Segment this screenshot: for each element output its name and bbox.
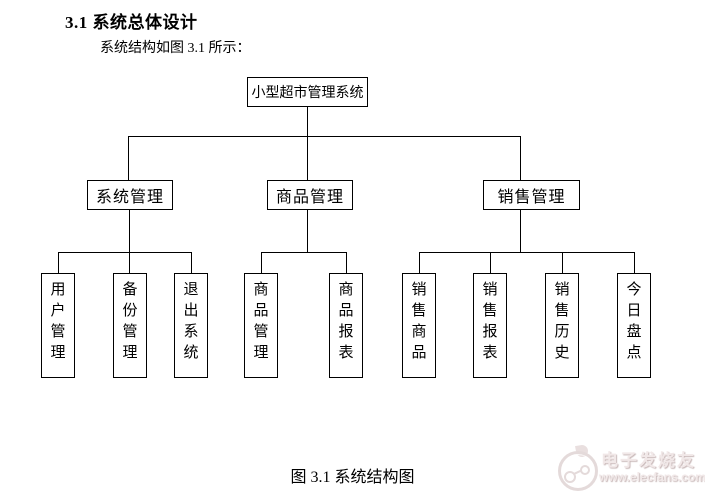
leaf-box-sell-goods: 销售商品 — [402, 273, 436, 378]
logo-ring — [558, 451, 598, 491]
branch-box-system: 系统管理 — [87, 180, 173, 210]
leaf-label: 销售历史 — [554, 282, 570, 361]
leaf-label: 销售报表 — [482, 282, 498, 361]
branch-box-product: 商品管理 — [267, 180, 353, 210]
connector — [419, 252, 420, 273]
connector — [634, 252, 635, 273]
leaf-box-product-report: 商品报表 — [329, 273, 363, 378]
connector — [520, 209, 521, 252]
branch-label: 系统管理 — [95, 189, 164, 206]
leaf-label: 今日盘点 — [626, 282, 642, 361]
leaf-label: 退出系统 — [183, 282, 199, 361]
leaf-box-daily-inventory: 今日盘点 — [617, 273, 651, 378]
connector — [490, 252, 491, 273]
intro-text: 系统结构如图 3.1 所示： — [100, 41, 251, 56]
elecfans-logo-icon — [556, 444, 598, 491]
leaf-box-exit-system: 退出系统 — [174, 273, 208, 378]
diagram-root-box: 小型超市管理系统 — [247, 77, 368, 107]
connector — [129, 209, 130, 273]
connector — [261, 252, 262, 273]
connector — [346, 252, 347, 273]
connector — [128, 136, 521, 137]
logo-node-dot — [580, 465, 590, 475]
connector — [307, 136, 308, 180]
leaf-box-sales-history: 销售历史 — [545, 273, 579, 378]
connector — [261, 252, 347, 253]
connector — [307, 107, 308, 136]
connector — [520, 136, 521, 180]
leaf-label: 商品报表 — [338, 282, 354, 361]
connector — [562, 252, 563, 273]
leaf-label: 商品管理 — [253, 282, 269, 361]
leaf-box-product-management: 商品管理 — [244, 273, 278, 378]
leaf-box-backup-management: 备份管理 — [113, 273, 147, 378]
leaf-box-user-management: 用户管理 — [41, 273, 75, 378]
leaf-label: 备份管理 — [122, 282, 138, 361]
connector — [58, 252, 59, 273]
leaf-box-sales-report: 销售报表 — [473, 273, 507, 378]
connector — [58, 252, 192, 253]
connector — [128, 136, 129, 180]
figure-caption: 图 3.1 系统结构图 — [290, 469, 415, 486]
leaf-label: 用户管理 — [50, 282, 66, 361]
logo-node-dot — [564, 471, 576, 483]
watermark-site-name: 电子发烧友 — [601, 451, 696, 470]
leaf-label: 销售商品 — [411, 282, 427, 361]
connector — [419, 252, 635, 253]
connector — [191, 252, 192, 273]
diagram-root-label: 小型超市管理系统 — [251, 86, 364, 101]
branch-box-sales: 销售管理 — [483, 180, 580, 210]
branch-label: 销售管理 — [497, 189, 566, 206]
branch-label: 商品管理 — [275, 189, 344, 206]
watermark-site-url: www.elecfans.com — [599, 470, 705, 484]
section-heading: 3.1 系统总体设计 — [65, 13, 198, 32]
connector — [307, 209, 308, 252]
